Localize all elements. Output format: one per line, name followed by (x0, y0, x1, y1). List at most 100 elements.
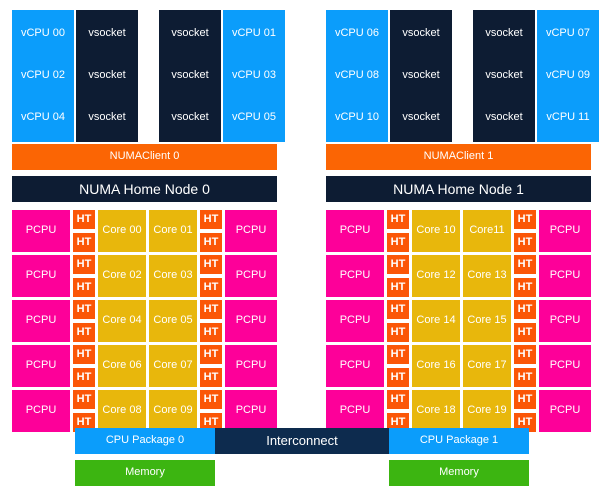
vcpu-box: vCPU 11 (537, 94, 599, 142)
pcpu-box: PCPU (225, 300, 277, 342)
core-box: Core 02 (98, 255, 146, 297)
ht-box: HT (387, 390, 409, 409)
core-box: Core 01 (149, 210, 197, 252)
ht-box: HT (200, 210, 222, 229)
vsocket-box: vsocket (390, 52, 452, 100)
vcpu-box: vCPU 03 (223, 52, 285, 100)
ht-box: HT (200, 413, 222, 432)
pcpu-box: PCPU (539, 300, 591, 342)
ht-box: HT (514, 345, 536, 364)
core-box: Core 10 (412, 210, 460, 252)
ht-box: HT (73, 300, 95, 319)
ht-box: HT (387, 300, 409, 319)
vcpu-box: vCPU 04 (12, 94, 74, 142)
core-box: Core 16 (412, 345, 460, 387)
ht-box: HT (73, 210, 95, 229)
vsocket-box: vsocket (390, 94, 452, 142)
ht-box: HT (387, 413, 409, 432)
vsocket-box: vsocket (76, 52, 138, 100)
pcpu-box: PCPU (539, 255, 591, 297)
vcpu-box: vCPU 05 (223, 94, 285, 142)
ht-box: HT (200, 233, 222, 252)
ht-box: HT (73, 255, 95, 274)
cpu-package-bar: CPU Package 1 (389, 428, 529, 454)
pcpu-box: PCPU (326, 255, 384, 297)
ht-box: HT (387, 233, 409, 252)
vsocket-box: vsocket (159, 10, 221, 58)
pcpu-box: PCPU (12, 300, 70, 342)
core-box: Core 05 (149, 300, 197, 342)
vcpu-box: vCPU 01 (223, 10, 285, 58)
ht-box: HT (387, 345, 409, 364)
core-box: Core 09 (149, 390, 197, 432)
pcpu-box: PCPU (539, 390, 591, 432)
core-box: Core 13 (463, 255, 511, 297)
ht-box: HT (73, 390, 95, 409)
vsocket-box: vsocket (159, 94, 221, 142)
cpu-package-bar: CPU Package 0 (75, 428, 215, 454)
numa-home-node-bar: NUMA Home Node 0 (12, 176, 277, 202)
core-box: Core 07 (149, 345, 197, 387)
pcpu-box: PCPU (225, 390, 277, 432)
pcpu-box: PCPU (539, 210, 591, 252)
ht-box: HT (200, 345, 222, 364)
ht-box: HT (73, 345, 95, 364)
vsocket-box: vsocket (473, 10, 535, 58)
ht-box: HT (200, 390, 222, 409)
ht-box: HT (73, 233, 95, 252)
pcpu-box: PCPU (225, 345, 277, 387)
vcpu-box: vCPU 07 (537, 10, 599, 58)
ht-box: HT (73, 278, 95, 297)
pcpu-box: PCPU (12, 210, 70, 252)
ht-box: HT (514, 368, 536, 387)
vcpu-box: vCPU 00 (12, 10, 74, 58)
ht-box: HT (200, 323, 222, 342)
vcpu-box: vCPU 09 (537, 52, 599, 100)
core-box: Core 15 (463, 300, 511, 342)
vsocket-box: vsocket (473, 94, 535, 142)
core-box: Core 04 (98, 300, 146, 342)
core-box: Core 08 (98, 390, 146, 432)
pcpu-box: PCPU (12, 390, 70, 432)
vcpu-box: vCPU 08 (326, 52, 388, 100)
ht-box: HT (514, 210, 536, 229)
ht-box: HT (514, 233, 536, 252)
ht-box: HT (514, 300, 536, 319)
pcpu-box: PCPU (12, 345, 70, 387)
core-box: Core 06 (98, 345, 146, 387)
vsocket-box: vsocket (159, 52, 221, 100)
ht-box: HT (200, 278, 222, 297)
ht-box: HT (387, 323, 409, 342)
pcpu-box: PCPU (326, 390, 384, 432)
memory-bar: Memory (389, 460, 529, 486)
pcpu-box: PCPU (225, 255, 277, 297)
core-box: Core 03 (149, 255, 197, 297)
pcpu-box: PCPU (12, 255, 70, 297)
ht-box: HT (514, 323, 536, 342)
core-box: Core 19 (463, 390, 511, 432)
vcpu-box: vCPU 06 (326, 10, 388, 58)
ht-box: HT (387, 210, 409, 229)
vcpu-box: vCPU 02 (12, 52, 74, 100)
core-box: Core 14 (412, 300, 460, 342)
memory-bar: Memory (75, 460, 215, 486)
ht-box: HT (73, 413, 95, 432)
vsocket-box: vsocket (76, 94, 138, 142)
ht-box: HT (200, 300, 222, 319)
core-box: Core 00 (98, 210, 146, 252)
ht-box: HT (514, 255, 536, 274)
vsocket-box: vsocket (390, 10, 452, 58)
ht-box: HT (514, 413, 536, 432)
vsocket-box: vsocket (76, 10, 138, 58)
ht-box: HT (514, 278, 536, 297)
vcpu-box: vCPU 10 (326, 94, 388, 142)
core-box: Core11 (463, 210, 511, 252)
numa-client-bar: NUMAClient 0 (12, 144, 277, 170)
core-box: Core 17 (463, 345, 511, 387)
vsocket-box: vsocket (473, 52, 535, 100)
pcpu-box: PCPU (326, 300, 384, 342)
numa-home-node-bar: NUMA Home Node 1 (326, 176, 591, 202)
ht-box: HT (387, 278, 409, 297)
interconnect-bar: Interconnect (188, 428, 416, 454)
